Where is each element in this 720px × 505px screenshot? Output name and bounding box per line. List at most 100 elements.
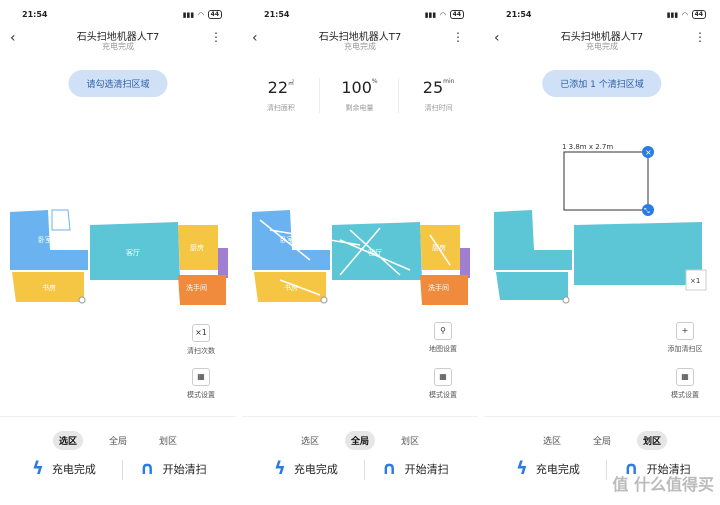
status-bar: 21:54 ▮▮▮◠44 <box>264 10 464 22</box>
label-kitchen: 厨房 <box>190 243 204 252</box>
tab-global[interactable]: 全局 <box>108 437 127 447</box>
zone-delete-glyph: × <box>645 148 652 157</box>
mode-settings-caption: 模式设置 <box>429 391 457 399</box>
tab-select[interactable]: 选区 <box>542 437 561 447</box>
stat-battery-unit: % <box>371 78 378 85</box>
room-living[interactable] <box>90 222 180 280</box>
cleaned-map[interactable]: 卧室 客厅 厨房 书房 洗手间 <box>250 200 470 320</box>
panel-select-rooms: 21:54 ▮▮▮◠44 ‹ 石头扫地机器人T7 充电完成 ⋮ 请勾选清扫区域 … <box>0 0 236 505</box>
bolt-icon: ϟ <box>32 458 44 479</box>
tab-select[interactable]: 选区 <box>52 431 83 450</box>
room-kitchen[interactable] <box>178 225 218 270</box>
room-study[interactable] <box>254 272 326 302</box>
charge-button[interactable]: ϟ 充电完成 <box>32 458 96 479</box>
map-settings-icon[interactable]: ⚲ <box>434 322 452 340</box>
more-options-icon[interactable]: ⋮ <box>452 30 464 44</box>
start-clean-button[interactable]: ∩开始清扫 <box>140 458 207 479</box>
back-icon[interactable]: ‹ <box>252 30 258 46</box>
divider <box>484 416 720 417</box>
room-study[interactable] <box>12 272 84 302</box>
status-bar: 21:54 ▮▮▮◠44 <box>22 10 222 22</box>
divider <box>0 416 236 417</box>
room-bedroom[interactable] <box>252 210 330 270</box>
map-settings-control[interactable]: ⚲ 地图设置 <box>418 322 468 354</box>
clean-icon: ∩ <box>382 458 397 479</box>
label-bedroom: 卧室 <box>38 235 52 244</box>
room-closet[interactable] <box>460 248 470 278</box>
mode-settings-control[interactable]: ▦ 模式设置 <box>176 368 226 400</box>
battery-icon: 44 <box>207 10 222 19</box>
stat-battery-value: 100 <box>341 78 372 97</box>
app-title: 石头扫地机器人T7 <box>318 32 402 43</box>
zone-count-label: ×1 <box>690 277 700 285</box>
tab-zone[interactable]: 划区 <box>401 437 420 447</box>
tab-global[interactable]: 全局 <box>344 431 375 450</box>
label-living: 客厅 <box>126 248 140 257</box>
room-bathroom[interactable] <box>178 275 226 305</box>
label-study: 书房 <box>42 283 56 292</box>
stat-time-value: 25 <box>422 78 444 97</box>
mode-settings-icon[interactable]: ▦ <box>434 368 452 386</box>
robot-dock-icon <box>78 296 86 304</box>
zone-count-badge[interactable] <box>685 269 707 291</box>
mode-settings-icon[interactable]: ▦ <box>676 368 694 386</box>
signal-icon: ▮▮▮ <box>424 10 437 19</box>
zone-resize-glyph: ⤡ <box>644 207 650 215</box>
tab-zone[interactable]: 划区 <box>159 437 178 447</box>
bolt-icon: ϟ <box>274 458 286 479</box>
start-clean-button[interactable]: ∩开始清扫 <box>382 458 449 479</box>
zone-added-banner[interactable]: 已添加 1 个清扫区域 <box>542 70 662 97</box>
action-bar: ϟ 充电完成 ∩开始清扫 <box>0 458 236 482</box>
action-bar: ϟ 充电完成 ∩开始清扫 <box>242 458 478 482</box>
room-bathroom[interactable] <box>420 275 468 305</box>
label-bedroom: 卧室 <box>280 235 294 244</box>
panel-zone-clean: 21:54 ▮▮▮◠44 ‹ 石头扫地机器人T7 充电完成 ⋮ 已添加 1 个清… <box>484 0 720 505</box>
clean-count-icon[interactable]: ×1 <box>192 324 210 342</box>
stat-time-unit: min <box>443 78 455 85</box>
back-icon[interactable]: ‹ <box>494 30 500 46</box>
mode-tabs: 选区 全局 划区 <box>484 431 720 450</box>
bolt-icon: ϟ <box>516 458 528 479</box>
app-title: 石头扫地机器人T7 <box>76 32 160 43</box>
room-gap <box>51 209 71 231</box>
robot-dock-icon <box>562 296 570 304</box>
clean-count-control[interactable]: ×1 清扫次数 <box>176 324 226 356</box>
zone-delete-icon[interactable] <box>642 146 654 158</box>
signal-icon: ▮▮▮ <box>182 10 195 19</box>
tab-global[interactable]: 全局 <box>592 437 611 447</box>
add-zone-icon[interactable]: + <box>676 322 694 340</box>
wifi-icon: ◠ <box>682 10 688 19</box>
charge-label: 充电完成 <box>293 462 338 476</box>
mode-settings-icon[interactable]: ▦ <box>192 368 210 386</box>
select-area-prompt[interactable]: 请勾选清扫区域 <box>68 70 168 97</box>
mode-tabs: 选区 全局 划区 <box>242 431 478 450</box>
room-bedroom[interactable] <box>10 210 88 270</box>
room-map[interactable]: 卧室 客厅 厨房 书房 洗手间 <box>8 200 228 320</box>
zone-map[interactable]: 1 3.8m x 2.7m × ⤡ ×1 <box>492 140 712 310</box>
mode-settings-control[interactable]: ▦ 模式设置 <box>660 368 710 400</box>
map-area-main <box>574 222 702 285</box>
status-time: 21:54 <box>506 10 532 19</box>
zone-rectangle[interactable] <box>563 151 649 211</box>
add-zone-control[interactable]: + 添加清扫区 <box>660 322 710 354</box>
zone-resize-icon[interactable] <box>642 204 654 216</box>
map-area-south <box>496 272 568 300</box>
mode-settings-control[interactable]: ▦ 模式设置 <box>418 368 468 400</box>
status-bar: 21:54 ▮▮▮◠44 <box>506 10 706 22</box>
charge-label: 充电完成 <box>51 462 96 476</box>
more-options-icon[interactable]: ⋮ <box>694 30 706 44</box>
charge-button[interactable]: ϟ 充电完成 <box>274 458 338 479</box>
room-closet[interactable] <box>218 248 228 278</box>
tab-select[interactable]: 选区 <box>300 437 319 447</box>
tab-zone[interactable]: 划区 <box>637 431 668 450</box>
back-icon[interactable]: ‹ <box>10 30 16 46</box>
start-clean-button[interactable]: ∩开始清扫 <box>624 458 691 479</box>
stat-battery: 100%剩余电量 <box>321 78 399 113</box>
app-subtitle: 充电完成 <box>344 42 376 51</box>
more-options-icon[interactable]: ⋮ <box>210 30 222 44</box>
app-subtitle: 充电完成 <box>102 42 134 51</box>
